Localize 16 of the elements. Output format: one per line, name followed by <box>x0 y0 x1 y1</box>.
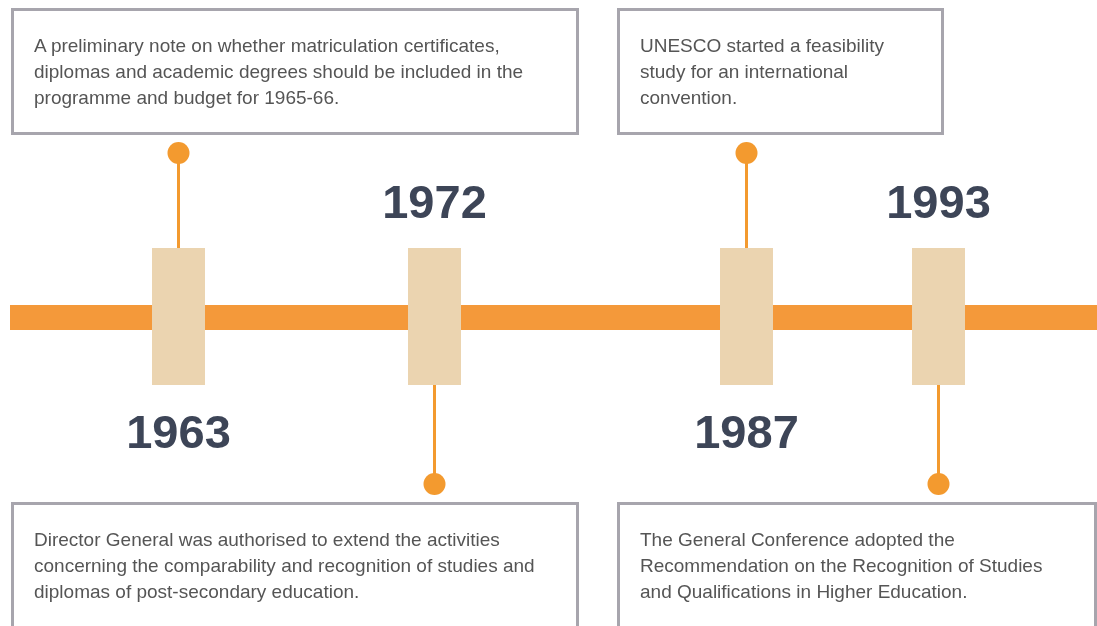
text-box <box>11 502 579 626</box>
timeline-marker <box>720 248 773 385</box>
description-text: A preliminary note on whether matriculation certificates, diplomas and academic degrees should be included in the programme and budget for 1965-66. <box>34 34 525 110</box>
description-text: UNESCO started a feasibility study for an international convention. <box>640 34 885 110</box>
year-label: 1987 <box>693 407 800 457</box>
timeline-marker <box>152 248 205 385</box>
text-box <box>11 8 579 135</box>
text-box <box>617 8 944 135</box>
text-box <box>617 502 1097 626</box>
year-label: 1993 <box>885 177 992 227</box>
year-label: 1963 <box>125 407 232 457</box>
timeline-marker <box>408 248 461 385</box>
description-text: The General Conference adopted the Recommendation on the Recognition of Studies and Qualifications in Higher Education. <box>640 528 1044 604</box>
year-label: 1972 <box>381 177 488 227</box>
description-text: Director General was authorised to extend the activities concerning the comparability and recognition of studies and diplomas of post-secondary education. <box>34 528 536 604</box>
timeline-marker <box>912 248 965 385</box>
